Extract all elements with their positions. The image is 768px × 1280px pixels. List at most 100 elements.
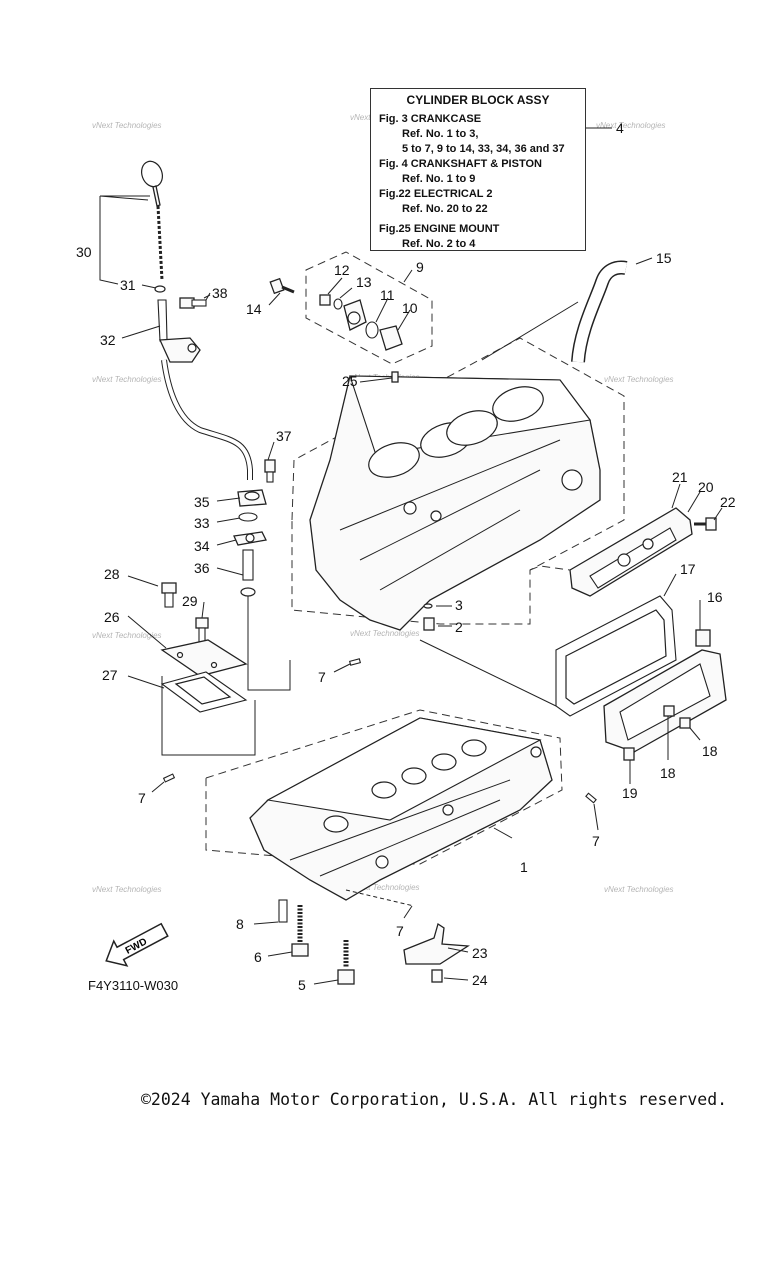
callout-14[interactable]: 14 <box>246 301 262 317</box>
callout-10[interactable]: 10 <box>402 300 418 316</box>
callout-20[interactable]: 20 <box>698 479 714 495</box>
guide-tube-top <box>157 299 168 342</box>
leader-5 <box>313 979 339 985</box>
leader-18a <box>689 727 701 741</box>
callout-3[interactable]: 3 <box>455 597 463 613</box>
callout-7d[interactable]: 7 <box>396 923 404 939</box>
callout-17[interactable]: 17 <box>680 561 696 577</box>
callout-35[interactable]: 35 <box>194 494 210 510</box>
leader-14 <box>268 292 281 306</box>
fwd-arrow-icon <box>105 922 169 967</box>
dowel-2 <box>423 617 435 631</box>
watermark: vNext Technologies <box>92 885 162 894</box>
exploded-parts-diagram: vNext Technologies vNext Technologies vN… <box>76 113 736 993</box>
leader-31 <box>141 284 157 289</box>
watermark: vNext Technologies <box>604 885 674 894</box>
leader-10 <box>397 309 411 331</box>
o-ring-36 <box>240 587 256 597</box>
leader-21 <box>671 483 681 509</box>
bottom-bolts <box>253 899 355 985</box>
bolt-5-head <box>337 969 355 985</box>
callout-15[interactable]: 15 <box>656 250 672 266</box>
bracket-hole <box>187 343 197 353</box>
o-ring-11 <box>365 321 379 339</box>
callout-4[interactable]: 4 <box>616 120 624 136</box>
bolt-19 <box>623 747 635 761</box>
callout-26[interactable]: 26 <box>104 609 120 625</box>
leader-13 <box>339 287 353 299</box>
cylinder-bore-3 <box>446 410 498 446</box>
ref-fig-3-line-1: Ref. No. 1 to 3, <box>402 128 479 140</box>
callout-36[interactable]: 36 <box>194 560 210 576</box>
bolt-29-head <box>195 617 209 629</box>
callout-8[interactable]: 8 <box>236 916 244 932</box>
callout-37[interactable]: 37 <box>276 428 292 444</box>
leader-34 <box>216 539 237 546</box>
leader-36 <box>216 567 244 576</box>
leader-8 <box>253 921 279 925</box>
callout-22[interactable]: 22 <box>720 494 736 510</box>
leader-29 <box>201 601 205 619</box>
cylinder-bore-4 <box>492 386 544 422</box>
ref-fig-22-line-1: Ref. No. 20 to 22 <box>402 203 488 215</box>
leader-32 <box>121 325 161 339</box>
bolt-6-head <box>291 943 309 957</box>
callout-38[interactable]: 38 <box>212 285 228 301</box>
ref-fig-3[interactable]: Fig. 3 CRANKCASE <box>379 113 482 125</box>
callout-12[interactable]: 12 <box>334 262 350 278</box>
callout-24[interactable]: 24 <box>472 972 488 988</box>
callout-16[interactable]: 16 <box>707 589 723 605</box>
callout-5[interactable]: 5 <box>298 977 306 993</box>
dipstick-assembly <box>99 160 253 480</box>
leader-20 <box>687 491 701 513</box>
cover-plate-assembly <box>127 575 256 756</box>
callout-1[interactable]: 1 <box>520 859 528 875</box>
callout-25[interactable]: 25 <box>342 373 358 389</box>
ref-fig-25[interactable]: Fig.25 ENGINE MOUNT <box>379 223 500 235</box>
callout-13[interactable]: 13 <box>356 274 372 290</box>
callout-18a[interactable]: 18 <box>702 743 718 759</box>
callout-29[interactable]: 29 <box>182 593 198 609</box>
callout-7a[interactable]: 7 <box>318 669 326 685</box>
callout-2[interactable]: 2 <box>455 619 463 635</box>
reference-box-title: CYLINDER BLOCK ASSY <box>406 93 550 107</box>
leader-28 <box>127 575 159 587</box>
ref-fig-22[interactable]: Fig.22 ELECTRICAL 2 <box>379 188 493 200</box>
leader-22 <box>713 507 723 521</box>
callout-18b[interactable]: 18 <box>660 765 676 781</box>
watermark: vNext Technologies <box>350 629 420 638</box>
callout-30[interactable]: 30 <box>76 244 92 260</box>
bolt-24 <box>431 969 443 983</box>
callout-9[interactable]: 9 <box>416 259 424 275</box>
callout-32[interactable]: 32 <box>100 332 116 348</box>
watermark: vNext Technologies <box>92 375 162 384</box>
callout-28[interactable]: 28 <box>104 566 120 582</box>
crankcase <box>249 717 553 901</box>
callout-19[interactable]: 19 <box>622 785 638 801</box>
callout-34[interactable]: 34 <box>194 538 210 554</box>
leader-6 <box>267 951 293 957</box>
callout-6[interactable]: 6 <box>254 949 262 965</box>
dipstick-neck <box>152 185 161 207</box>
ref-fig-3-line-2: 5 to 7, 9 to 14, 33, 34, 36 and 37 <box>402 143 565 155</box>
fwd-arrow[interactable]: FWD <box>100 918 171 974</box>
callout-7b[interactable]: 7 <box>138 790 146 806</box>
callout-31[interactable]: 31 <box>120 277 136 293</box>
leader-12 <box>327 277 343 295</box>
cylinder-block <box>309 371 601 631</box>
callout-27[interactable]: 27 <box>102 667 118 683</box>
ref-fig-4[interactable]: Fig. 4 CRANKSHAFT & PISTON <box>379 158 542 170</box>
parts-9-14 <box>268 269 413 351</box>
watermark: vNext Technologies <box>604 375 674 384</box>
callout-23[interactable]: 23 <box>472 945 488 961</box>
callout-7c[interactable]: 7 <box>592 833 600 849</box>
callout-33[interactable]: 33 <box>194 515 210 531</box>
diagram-code: F4Y3110-W030 <box>88 978 179 993</box>
leader-25 <box>359 377 393 383</box>
ref-fig-25-line-1: Ref. No. 2 to 4 <box>402 238 476 250</box>
callout-11[interactable]: 11 <box>380 287 395 303</box>
thermostat-10 <box>379 325 403 351</box>
bolt-18b <box>679 717 691 729</box>
bolt-18a <box>663 705 675 717</box>
callout-21[interactable]: 21 <box>672 469 688 485</box>
